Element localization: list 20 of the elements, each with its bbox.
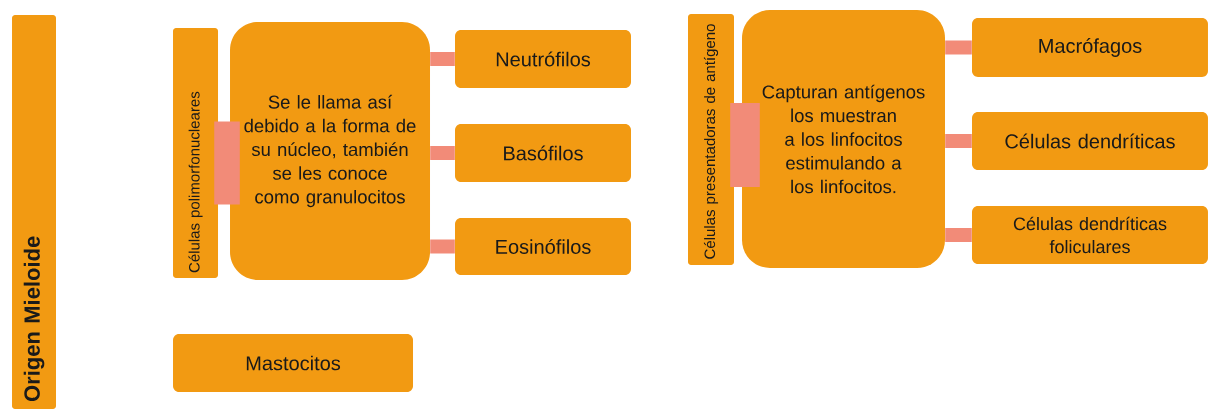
description-box: Se le llama así debido a la forma de su núcleo, también se les conoce como granulocitos bbox=[230, 22, 430, 280]
connector bbox=[430, 146, 455, 160]
connector bbox=[214, 121, 240, 205]
cell-type-box: Células dendríticas foliculares bbox=[972, 206, 1208, 264]
cell-type-box: Eosinófilos bbox=[455, 218, 631, 275]
description-box: Capturan antígenos los muestran a los linfocitos estimulando a los linfocitos. bbox=[742, 10, 945, 268]
connector bbox=[430, 239, 455, 254]
side-bar: Origen Mieloide bbox=[12, 15, 56, 409]
connector bbox=[945, 40, 972, 55]
cell-type-box: Basófilos bbox=[455, 124, 631, 182]
connector bbox=[945, 134, 972, 148]
connector bbox=[730, 103, 760, 187]
cell-type-box: Mastocitos bbox=[173, 334, 413, 392]
cell-type-box: Macrófagos bbox=[972, 18, 1208, 77]
cell-type-box: Neutrófilos bbox=[455, 30, 631, 88]
connector bbox=[430, 52, 455, 66]
category-box: Células polimorfonucleares bbox=[173, 28, 218, 278]
cell-type-box: Células dendríticas bbox=[972, 112, 1208, 170]
category-box: Células presentadoras de antígeno bbox=[688, 14, 734, 265]
connector bbox=[945, 228, 972, 242]
